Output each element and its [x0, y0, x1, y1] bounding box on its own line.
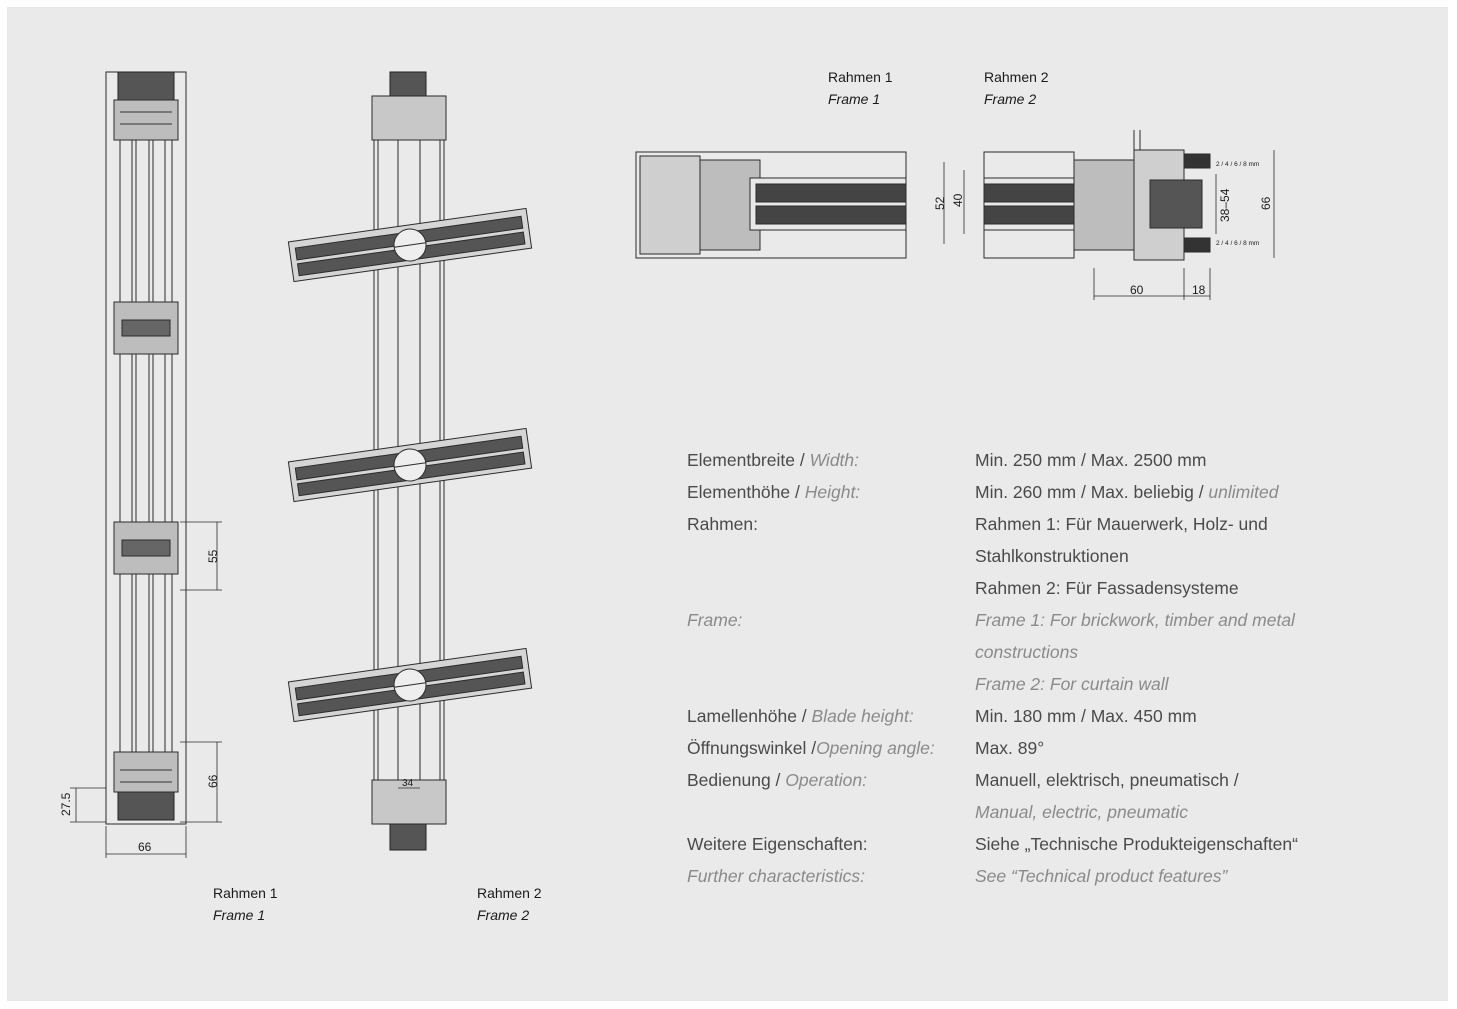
dim-55: 55 [206, 549, 220, 563]
label-de: Weitere Eigenschaften: [687, 834, 868, 854]
caption-de: Rahmen 1 [828, 69, 893, 85]
value: Min. 250 mm / Max. 2500 mm [975, 450, 1207, 470]
value-line2: Stahlkonstruktionen [975, 546, 1129, 566]
dim-34: 34 [402, 778, 414, 789]
label-en: Opening angle: [816, 738, 935, 758]
caption-en: Frame 1 [213, 907, 266, 923]
caption-left-frame1: Rahmen 1 Frame 1 [213, 882, 278, 926]
caption-de: Rahmen 2 [477, 885, 542, 901]
value: Min. 180 mm / Max. 450 mm [975, 706, 1197, 726]
label-en: Height: [804, 482, 861, 502]
dim-66-bottom: 66 [138, 840, 152, 854]
frame2-horizontal-section [943, 130, 1275, 300]
label-de: Elementhöhe / [687, 482, 805, 502]
value-en: unlimited [1208, 482, 1279, 502]
caption-left-frame2: Rahmen 2 Frame 2 [477, 882, 542, 926]
value-de: Manuell, elektrisch, pneumatisch / [975, 770, 1239, 790]
label-en: Blade height: [811, 706, 914, 726]
caption-de: Rahmen 1 [213, 885, 278, 901]
label-en: Operation: [785, 770, 867, 790]
frame1-vertical-section [70, 71, 222, 858]
dim-27-5: 27.5 [59, 792, 73, 816]
value-line1: Frame 1: For brickwork, timber and metal [975, 610, 1295, 630]
value-de: Siehe „Technische Produkteigenschaften“ [975, 834, 1298, 854]
dim-40: 40 [951, 193, 965, 207]
value-en: See “Technical product features” [975, 866, 1228, 886]
label-de: Elementbreite / [687, 450, 810, 470]
label: Frame: [687, 610, 743, 630]
label-de: Öffnungswinkel / [687, 738, 817, 758]
dim-38-54: 38–54 [1218, 188, 1232, 222]
dim-66-top: 66 [1259, 196, 1273, 210]
label-en: Further characteristics: [687, 866, 865, 886]
label-de: Bedienung / [687, 770, 786, 790]
frame1-horizontal-section [635, 151, 907, 259]
value: Max. 89° [975, 738, 1045, 758]
value-line2: constructions [975, 642, 1079, 662]
dim-66-right: 66 [206, 774, 220, 788]
caption-de: Rahmen 2 [984, 69, 1049, 85]
caption-top-frame1: Rahmen 1 Frame 1 [828, 66, 893, 110]
value-line1: Rahmen 1: Für Mauerwerk, Holz- und [975, 514, 1268, 534]
caption-en: Frame 1 [828, 91, 881, 107]
caption-en: Frame 2 [477, 907, 530, 923]
value-en: Manual, electric, pneumatic [975, 802, 1189, 822]
dim-60: 60 [1130, 283, 1144, 297]
value-de: Min. 260 mm / Max. beliebig / [975, 482, 1209, 502]
label-en: Width: [809, 450, 860, 470]
dim-18: 18 [1192, 283, 1206, 297]
caption-en: Frame 2 [984, 91, 1037, 107]
frame2-vertical-section [287, 71, 533, 851]
gasket-top-label: 2 / 4 / 6 / 8 mm [1216, 161, 1259, 168]
dim-52: 52 [933, 196, 947, 210]
gasket-bottom-label: 2 / 4 / 6 / 8 mm [1216, 240, 1259, 247]
caption-top-frame2: Rahmen 2 Frame 2 [984, 66, 1049, 110]
label-de: Lamellenhöhe / [687, 706, 812, 726]
value-line3: Rahmen 2: Für Fassadensysteme [975, 578, 1239, 598]
label: Rahmen: [687, 514, 759, 534]
value-line3: Frame 2: For curtain wall [975, 674, 1169, 694]
